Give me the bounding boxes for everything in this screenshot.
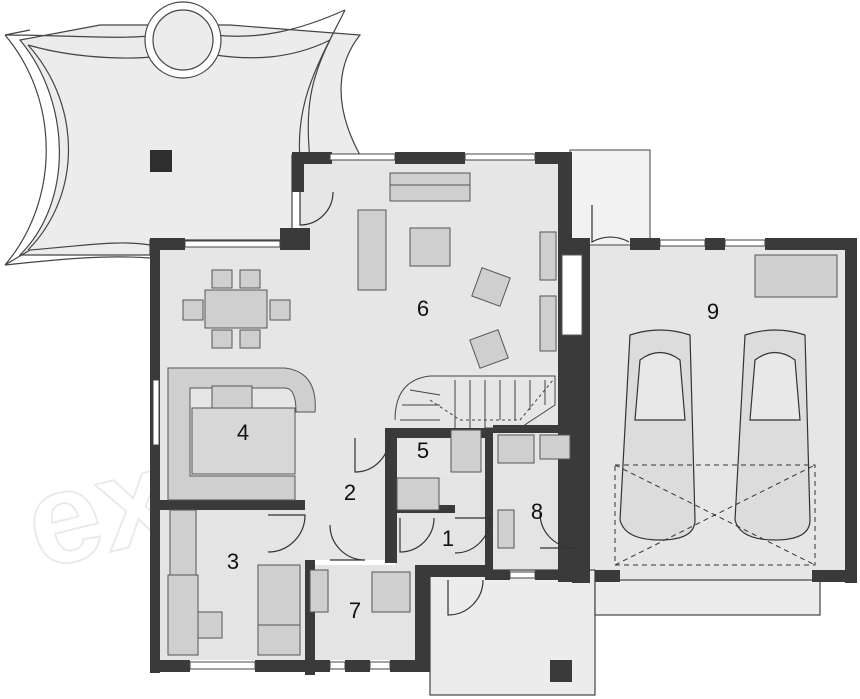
room-labels: 1 2 3 4 5 6 7 8 9 xyxy=(227,296,719,623)
room-label-1: 1 xyxy=(442,526,454,551)
doors xyxy=(267,191,630,616)
room-label-2: 2 xyxy=(344,480,356,505)
room-label-5: 5 xyxy=(417,438,429,463)
room-label-9: 9 xyxy=(707,299,719,324)
room-label-4: 4 xyxy=(237,420,249,445)
stairs xyxy=(394,375,556,429)
room-label-6: 6 xyxy=(417,296,429,321)
room-label-3: 3 xyxy=(227,549,239,574)
cars xyxy=(619,329,811,541)
garage-door xyxy=(614,464,816,566)
furniture xyxy=(167,172,838,656)
room-label-7: 7 xyxy=(349,598,361,623)
room-label-8: 8 xyxy=(531,499,543,524)
windows xyxy=(152,153,766,670)
